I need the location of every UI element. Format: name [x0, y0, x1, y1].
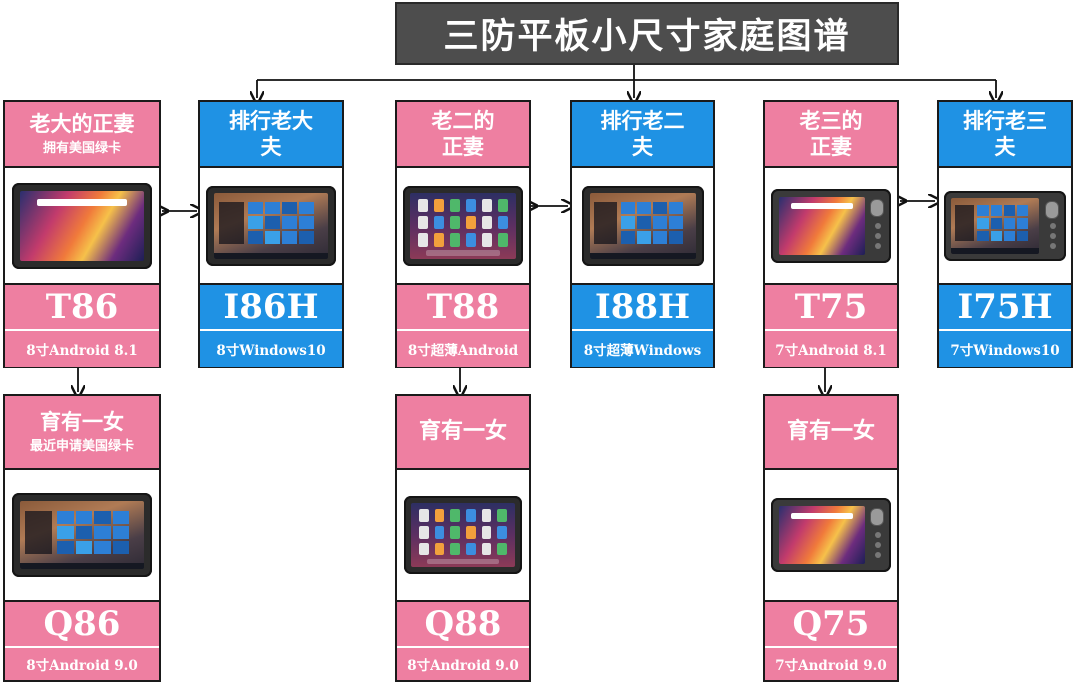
tablet-device-icon: [581, 185, 704, 266]
model-spec: 8寸Android 8.1: [5, 331, 159, 367]
card-q86: 育有一女 最近申请美国绿卡 Q86 8寸Android 9.0: [3, 394, 161, 682]
card-role: 育有一女: [397, 396, 529, 470]
card-role: 育有一女 最近申请美国绿卡: [5, 396, 159, 470]
model-name: T86: [5, 285, 159, 331]
tablet-device-icon: [206, 185, 336, 266]
model-name: I75H: [939, 285, 1071, 331]
role-subtitle: 夫: [632, 135, 653, 159]
role-title: 排行老三: [963, 108, 1047, 133]
tablet-device-icon: [771, 498, 891, 572]
model-spec: 8寸Android 9.0: [5, 648, 159, 680]
model-spec: 8寸Windows10: [200, 331, 342, 367]
card-i88h: 排行老二 夫 I88H 8寸超薄Windows: [570, 100, 715, 368]
model-spec: 7寸Windows10: [939, 331, 1071, 367]
card-q88: 育有一女 Q88 8寸Android 9.0: [395, 394, 531, 682]
tablet-device-icon: [12, 182, 152, 269]
model-name: Q88: [397, 602, 529, 648]
card-q75: 育有一女 Q75 7寸Android 9.0: [763, 394, 899, 682]
card-t75: 老三的 正妻 T75 7寸Android 8.1: [763, 100, 899, 368]
card-role: 老三的 正妻: [765, 102, 897, 168]
role-subtitle: 夫: [260, 135, 282, 159]
card-role: 育有一女: [765, 396, 897, 470]
model-spec: 7寸Android 9.0: [765, 648, 897, 680]
role-title: 排行老大: [229, 108, 313, 133]
tablet-device-icon: [404, 496, 522, 574]
card-role: 排行老大 夫: [200, 102, 342, 168]
model-spec: 8寸超薄Android: [397, 331, 529, 367]
model-spec: 7寸Android 8.1: [765, 331, 897, 367]
tablet-image: [5, 168, 159, 285]
tablet-image: [5, 470, 159, 602]
role-subtitle: 正妻: [442, 135, 484, 159]
tablet-device-icon: [944, 190, 1066, 261]
model-name: Q75: [765, 602, 897, 648]
tablet-device-icon: [12, 493, 152, 577]
model-spec: 8寸超薄Windows: [572, 331, 713, 367]
role-subtitle: 拥有美国绿卡: [42, 140, 121, 156]
model-spec: 8寸Android 9.0: [397, 648, 529, 680]
card-role: 老二的 正妻: [397, 102, 529, 168]
tablet-device-icon: [771, 188, 891, 263]
tablet-image: [572, 168, 713, 285]
role-title: 老大的正妻: [29, 112, 135, 137]
role-title: 排行老二: [600, 108, 685, 133]
card-role: 老大的正妻 拥有美国绿卡: [5, 102, 159, 168]
role-title: 老三的: [799, 108, 863, 133]
model-name: T75: [765, 285, 897, 331]
card-t88: 老二的 正妻 T88 8寸超薄Android: [395, 100, 531, 368]
role-title: 育有一女: [40, 410, 124, 435]
card-role: 排行老二 夫: [572, 102, 713, 168]
model-name: T88: [397, 285, 529, 331]
tablet-image: [397, 470, 529, 602]
model-name: I88H: [572, 285, 713, 331]
tablet-image: [200, 168, 342, 285]
role-subtitle: 夫: [994, 135, 1016, 159]
tablet-image: [397, 168, 529, 285]
diagram-title: 三防平板小尺寸家庭图谱: [395, 2, 899, 65]
role-subtitle: 最近申请美国绿卡: [29, 438, 134, 454]
card-i86h: 排行老大 夫 I86H 8寸Windows10: [198, 100, 344, 368]
card-t86: 老大的正妻 拥有美国绿卡 T86 8寸Android 8.1: [3, 100, 161, 368]
tablet-device-icon: [403, 185, 523, 266]
role-title: 老二的: [431, 108, 495, 133]
card-i75h: 排行老三 夫 I75H 7寸Windows10: [937, 100, 1073, 368]
card-role: 排行老三 夫: [939, 102, 1071, 168]
tablet-image: [765, 470, 897, 602]
tablet-image: [939, 168, 1071, 285]
role-title: 育有一女: [786, 419, 875, 445]
role-title: 育有一女: [418, 419, 507, 445]
model-name: I86H: [200, 285, 342, 331]
role-subtitle: 正妻: [810, 135, 852, 159]
model-name: Q86: [5, 602, 159, 648]
tablet-image: [765, 168, 897, 285]
